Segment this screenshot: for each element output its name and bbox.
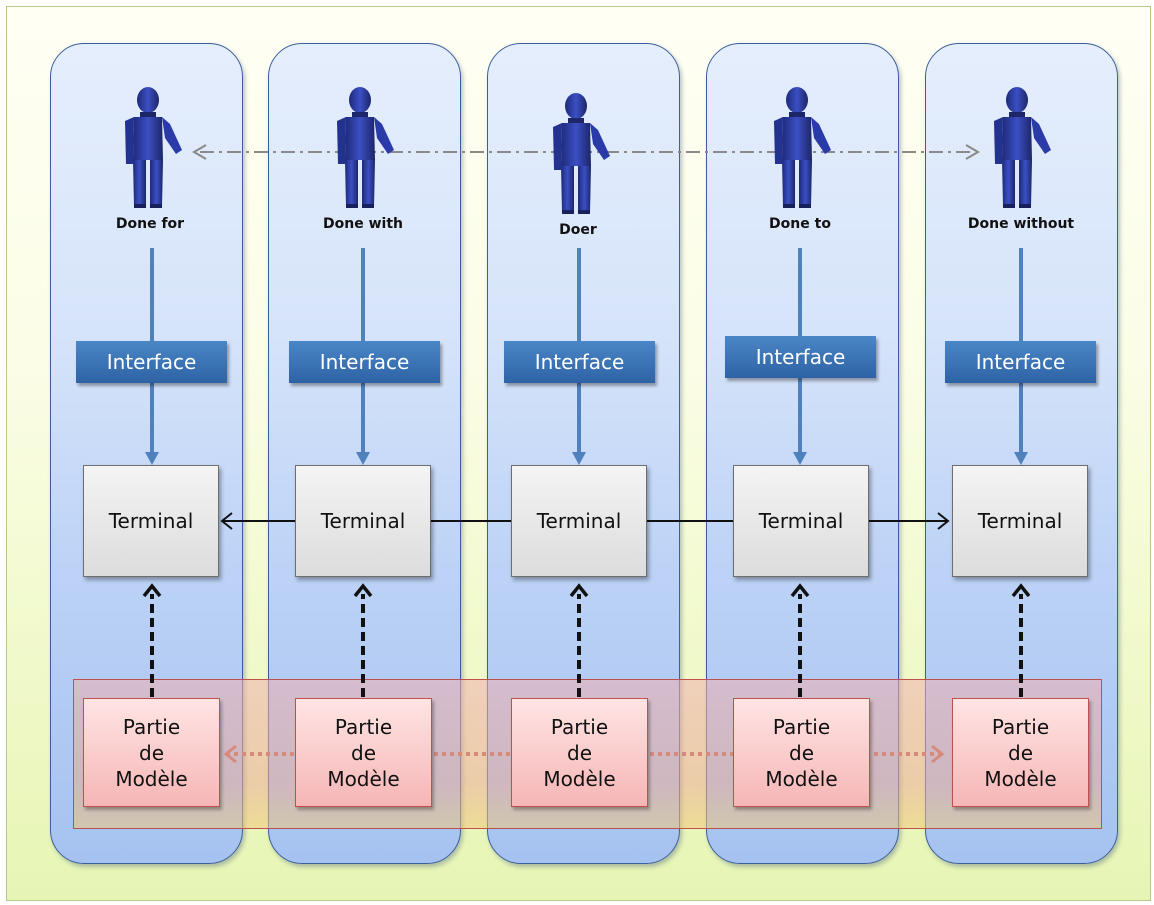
actor-label-1: Done for (115, 216, 185, 232)
model-arrowhead-5 (1011, 583, 1031, 598)
model-link-arrow-left (223, 744, 237, 764)
model-part-line-1: Partie (772, 714, 831, 739)
blue-arrowhead-3 (572, 452, 586, 465)
model-part-line-3: Modèle (543, 766, 616, 791)
model-part-line-2: de (567, 740, 592, 765)
model-part-line-1: Partie (334, 714, 393, 739)
actor-label-3: Doer (559, 222, 597, 238)
model-part-box-4: Partie de Modèle (733, 698, 870, 807)
blue-arrowhead-2 (356, 452, 370, 465)
interface-box-2: Interface (289, 341, 440, 383)
model-part-box-5: Partie de Modèle (952, 698, 1089, 807)
model-part-line-2: de (1008, 740, 1033, 765)
model-arrowhead-3 (569, 583, 589, 598)
model-part-line-3: Modèle (984, 766, 1057, 791)
terminal-box-3: Terminal (511, 465, 647, 577)
terminal-box-1: Terminal (83, 465, 219, 577)
interface-box-5: Interface (945, 341, 1096, 383)
model-part-line-1: Partie (550, 714, 609, 739)
terminal-box-5: Terminal (952, 465, 1088, 577)
blue-arrowhead-5 (1014, 452, 1028, 465)
blue-arrowhead-4 (793, 452, 807, 465)
model-part-line-3: Modèle (765, 766, 838, 791)
model-arrowhead-1 (142, 583, 162, 598)
terminal-link-arrow-right (937, 512, 950, 530)
actor-label-2: Done with (323, 216, 403, 232)
person-icon-3 (553, 93, 610, 214)
model-part-line-2: de (789, 740, 814, 765)
model-part-box-2: Partie de Modèle (295, 698, 432, 807)
model-link-arrow-right (931, 744, 945, 764)
person-icon-5 (994, 87, 1051, 208)
terminal-box-4: Terminal (733, 465, 869, 577)
actor-label-4: Done to (769, 216, 831, 232)
model-part-line-2: de (351, 740, 376, 765)
person-icon-2 (337, 87, 394, 208)
model-part-line-3: Modèle (327, 766, 400, 791)
interface-box-4: Interface (725, 336, 876, 378)
actor-link-arrow-right (965, 144, 980, 160)
model-arrowhead-2 (353, 583, 373, 598)
model-part-line-3: Modèle (115, 766, 188, 791)
person-icon-4 (774, 87, 831, 208)
interface-box-1: Interface (76, 341, 227, 383)
blue-arrowhead-1 (145, 452, 159, 465)
terminal-box-2: Terminal (295, 465, 431, 577)
model-part-box-1: Partie de Modèle (83, 698, 220, 807)
actor-link-arrow-left (192, 144, 207, 160)
person-icon-1 (125, 87, 182, 208)
model-part-line-1: Partie (991, 714, 1050, 739)
model-part-box-3: Partie de Modèle (511, 698, 648, 807)
model-part-line-1: Partie (122, 714, 181, 739)
model-part-line-2: de (139, 740, 164, 765)
terminal-link-arrow-left (220, 512, 233, 530)
interface-box-3: Interface (504, 341, 655, 383)
model-arrowhead-4 (790, 583, 810, 598)
actor-label-5: Done without (967, 216, 1075, 232)
